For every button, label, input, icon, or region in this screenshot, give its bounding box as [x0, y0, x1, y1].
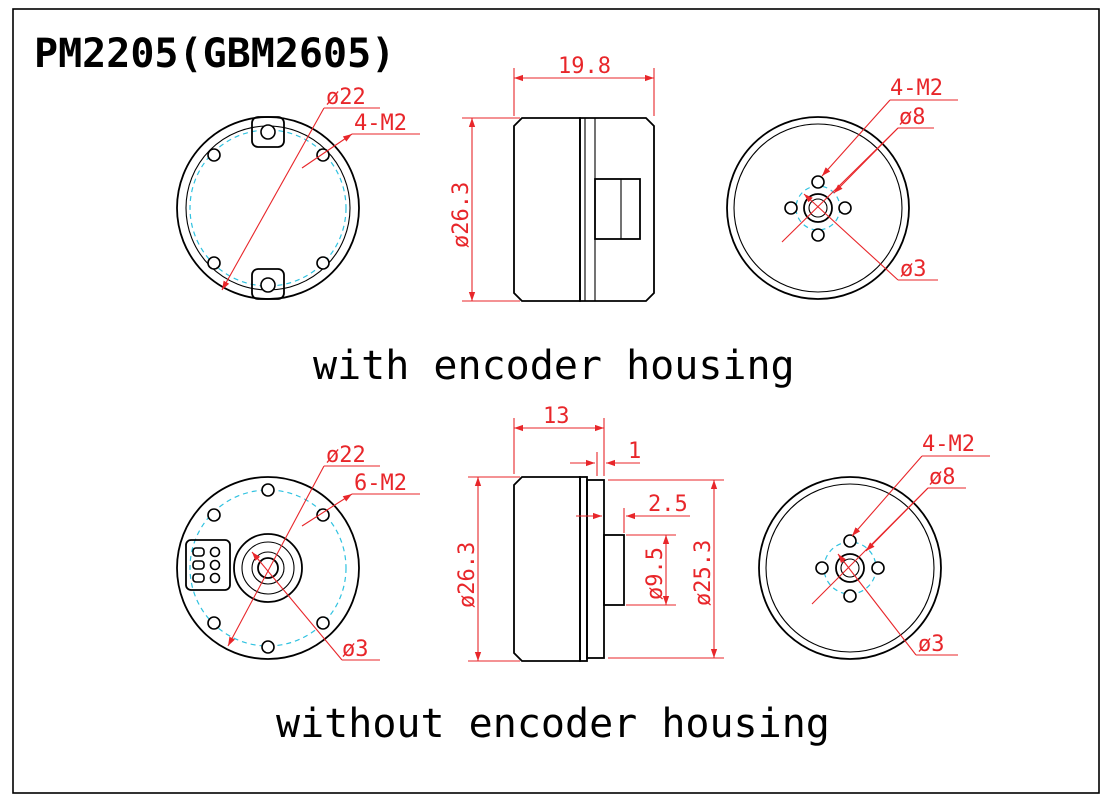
top-side-diameter-label: ø26.3 — [449, 182, 474, 248]
top-caption: with encoder housing — [313, 343, 795, 389]
bottom-front-diameter-label: ø22 — [326, 443, 366, 468]
bottom-side-view: 13 1 2.5 ø26.3 ø9.5 ø25.3 — [455, 404, 724, 662]
bottom-front-view: ø22 6-M2 ø3 — [176, 443, 420, 662]
bottom-front-holes-label: 6-M2 — [354, 471, 407, 496]
top-back-holes-label: 4-M2 — [890, 76, 943, 101]
drawing-title: PM2205(GBM2605) — [34, 31, 395, 77]
bottom-front-shaft-label: ø3 — [342, 637, 369, 662]
bottom-side-flange-label: 1 — [628, 439, 641, 464]
top-back-pitch-label: ø8 — [899, 105, 926, 130]
bottom-side-length-label: 13 — [543, 404, 570, 429]
top-front-holes-label: 4-M2 — [354, 111, 407, 136]
bottom-side-diameter-label: ø26.3 — [455, 542, 480, 608]
top-side-length-label: 19.8 — [558, 54, 611, 79]
drawing-frame — [12, 8, 1100, 794]
bottom-back-holes-label: 4-M2 — [922, 432, 975, 457]
top-front-diameter-label: ø22 — [326, 85, 366, 110]
top-back-shaft-label: ø3 — [900, 257, 927, 282]
top-front-view: ø22 4-M2 — [176, 85, 420, 300]
bottom-side-boss-diameter-label: ø9.5 — [643, 547, 668, 600]
top-back-view: 4-M2 ø8 ø3 — [726, 76, 958, 300]
bottom-side-boss-label: 2.5 — [648, 492, 688, 517]
bottom-back-view: 4-M2 ø8 ø3 — [758, 432, 990, 660]
bottom-back-shaft-label: ø3 — [918, 632, 945, 657]
bottom-back-pitch-label: ø8 — [929, 465, 956, 490]
top-side-view: 19.8 ø26.3 — [449, 54, 655, 302]
bottom-caption: without encoder housing — [276, 701, 830, 747]
bottom-side-flange-diameter-label: ø25.3 — [691, 540, 716, 606]
